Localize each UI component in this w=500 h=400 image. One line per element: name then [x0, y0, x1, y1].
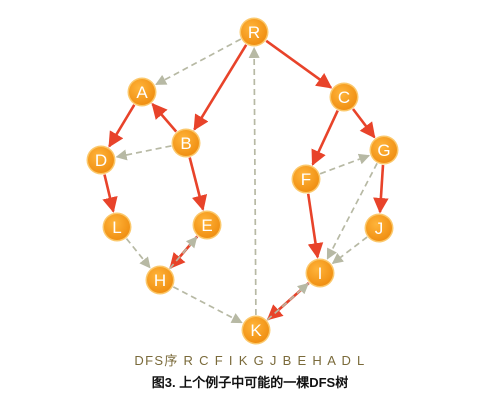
node-label: K: [250, 321, 262, 340]
figure-caption: 图3. 上个例子中可能的一棵DFS树: [151, 375, 349, 390]
nontree-edge-j-i: [331, 236, 368, 264]
node-circle: [331, 84, 357, 110]
tree-edge-i-k: [266, 282, 310, 321]
node-label: A: [136, 83, 148, 102]
tree-edge-f-i: [306, 193, 324, 259]
node-circle: [129, 79, 155, 105]
dfs-order-text: DFS序 R C F I K G J B E H A D L: [134, 353, 366, 368]
node-label: G: [377, 141, 390, 160]
nontree-edge-g-i: [326, 162, 378, 260]
node-g: G: [369, 135, 399, 165]
nontree-edge-h-e: [169, 236, 198, 270]
node-label: L: [112, 218, 121, 237]
node-label: I: [318, 264, 323, 283]
node-e: E: [192, 210, 222, 240]
tree-edge-b-a: [151, 102, 178, 133]
node-h: H: [145, 265, 175, 295]
edges-layer: [102, 38, 389, 324]
node-f: F: [291, 164, 321, 194]
node-circle: [307, 260, 333, 286]
tree-edge-c-f: [311, 110, 339, 166]
nontree-edge-l-h: [125, 238, 151, 269]
node-circle: [104, 214, 130, 240]
node-circle: [371, 137, 397, 163]
node-label: B: [180, 134, 191, 153]
node-circle: [147, 267, 173, 293]
node-label: D: [95, 151, 107, 170]
node-label: H: [154, 271, 166, 290]
node-label: J: [375, 219, 384, 238]
node-l: L: [102, 212, 132, 242]
node-k: K: [241, 315, 271, 345]
node-label: C: [338, 88, 350, 107]
nontree-edge-f-g: [319, 153, 371, 175]
node-label: R: [248, 23, 260, 42]
node-d: D: [86, 145, 116, 175]
tree-edge-d-l: [102, 174, 118, 213]
tree-edge-r-b: [193, 44, 248, 131]
tree-edge-a-d: [108, 104, 136, 148]
tree-edge-b-e: [188, 157, 208, 212]
node-circle: [88, 147, 114, 173]
tree-edge-r-c: [265, 39, 333, 89]
node-circle: [293, 166, 319, 192]
tree-edge-g-j: [373, 164, 389, 214]
nontree-edge-k-r: [248, 46, 260, 316]
node-j: J: [364, 213, 394, 243]
nontree-edge-b-d: [115, 145, 172, 161]
node-circle: [243, 317, 269, 343]
node-circle: [241, 19, 267, 45]
node-a: A: [127, 77, 157, 107]
node-circle: [173, 130, 199, 156]
node-label: E: [201, 216, 212, 235]
node-r: R: [239, 17, 269, 47]
dfs-tree-diagram: R A B C D E F G H I J K L: [86, 17, 399, 345]
node-circle: [366, 215, 392, 241]
tree-edge-c-g: [351, 108, 376, 139]
node-label: F: [301, 170, 311, 189]
node-b: B: [171, 128, 201, 158]
node-i: I: [305, 258, 335, 288]
nontree-edge-k-i: [266, 282, 309, 321]
node-circle: [194, 212, 220, 238]
nontree-edge-r-a: [155, 38, 242, 86]
nodes-layer: R A B C D E F G H I J K L: [86, 17, 399, 345]
nontree-edge-h-k: [172, 286, 243, 324]
node-c: C: [329, 82, 359, 112]
